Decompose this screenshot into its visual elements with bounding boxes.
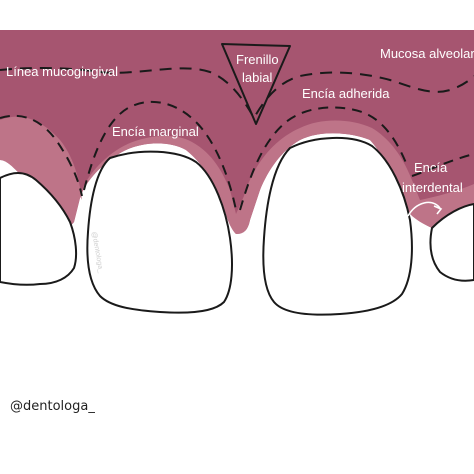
label-frenillo-line1: Frenillo	[236, 52, 279, 67]
label-frenillo-line2: labial	[242, 70, 272, 85]
marginal-line-right	[411, 153, 474, 177]
gingiva-area	[0, 30, 474, 234]
label-interdental-line2: interdental	[402, 180, 463, 195]
tooth-right	[429, 202, 474, 282]
attached-gingiva-band	[0, 116, 474, 234]
label-interdental-line1: Encía	[414, 160, 448, 175]
label-mucosa-alveolar: Mucosa alveolar	[380, 46, 474, 61]
frenum-triangle	[221, 43, 291, 125]
author-credit: @dentologa_	[10, 399, 95, 414]
interdental-arrow	[407, 201, 441, 217]
tooth-central-left	[86, 150, 233, 314]
label-mucogingival: Línea mucogingival	[6, 64, 118, 79]
tooth-left	[0, 172, 78, 286]
marginal-line-center-right	[239, 106, 409, 211]
tooth-central-right	[262, 137, 413, 316]
mucogingival-line	[0, 67, 474, 121]
label-encia-marginal: Encía marginal	[112, 124, 199, 139]
label-encia-adherida: Encía adherida	[302, 86, 390, 101]
marginal-line-left	[0, 114, 83, 197]
interdental-arrow-head	[433, 205, 443, 215]
